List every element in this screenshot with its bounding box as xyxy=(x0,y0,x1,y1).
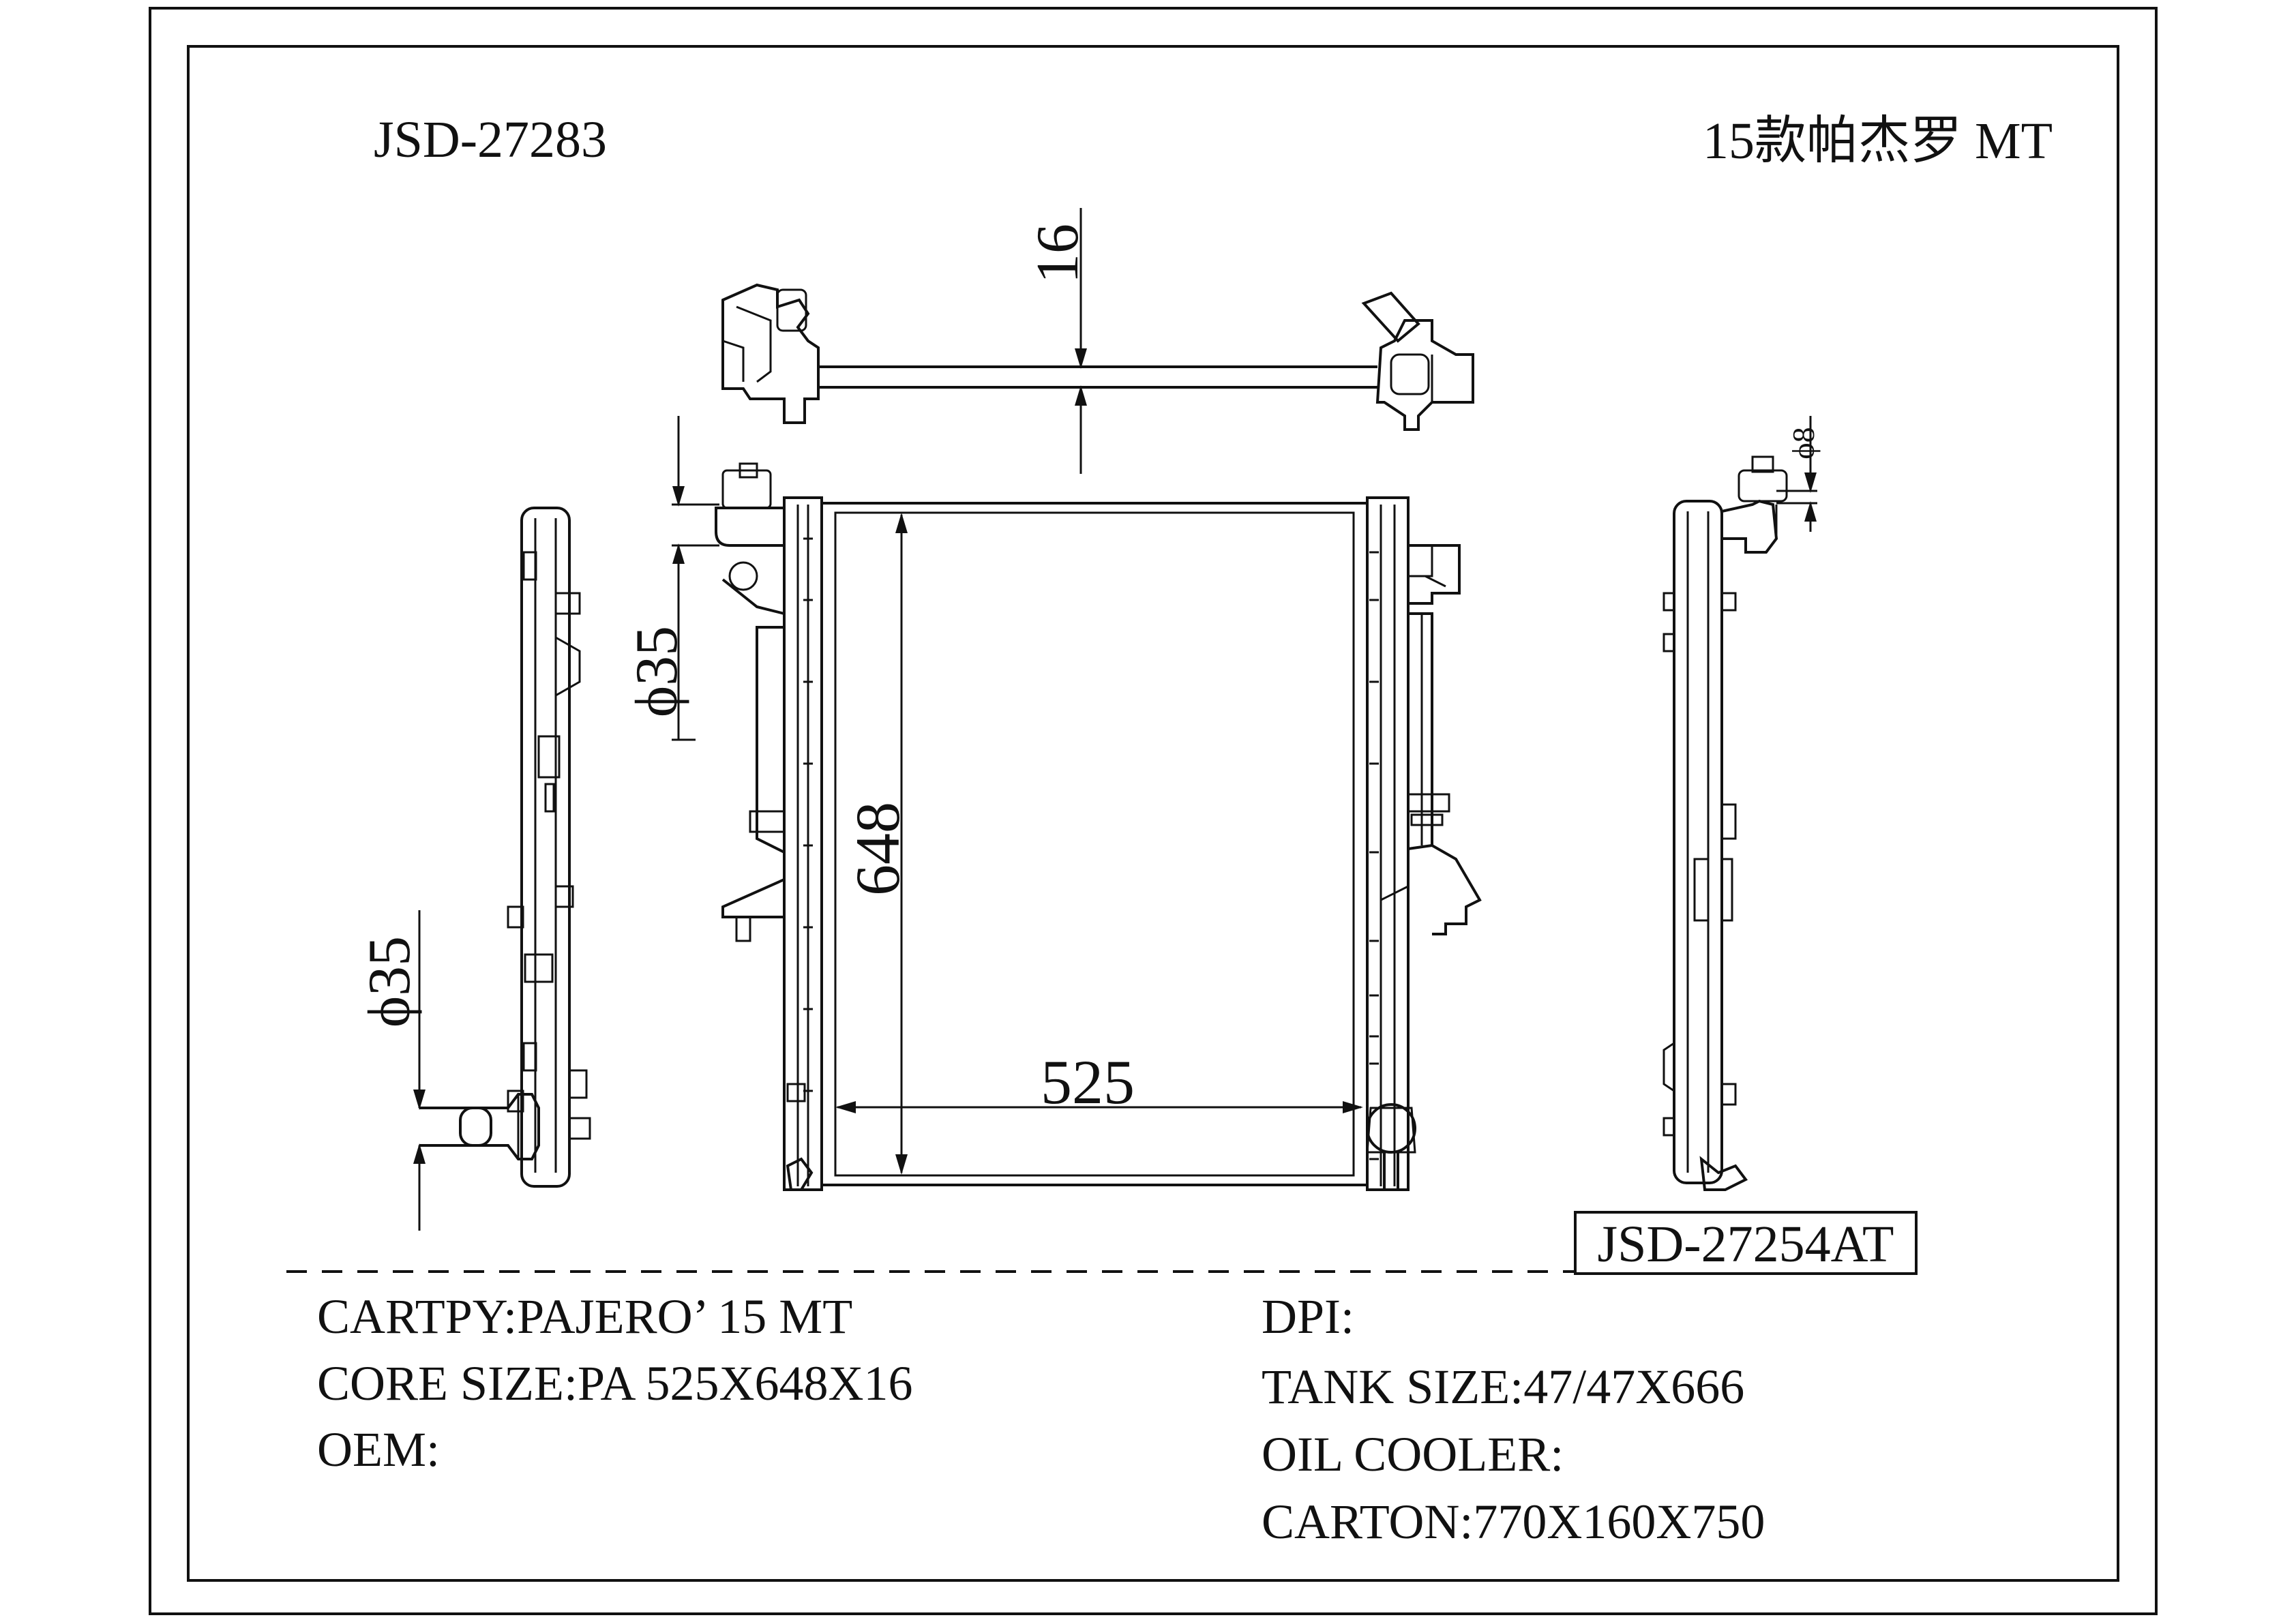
part-number-title: JSD-27283 xyxy=(374,111,607,168)
inlet-diameter-dimension: ϕ35 xyxy=(624,416,719,741)
top-view xyxy=(721,283,1474,431)
core-width-label: 525 xyxy=(1041,1047,1135,1117)
model-title: 15款帕杰罗 MT xyxy=(1703,112,2053,170)
spec-tank-size: TANK SIZE:47/47X666 xyxy=(1262,1360,1744,1414)
core-height-dimension: 648 xyxy=(843,513,912,1175)
spec-core-size: CORE SIZE:PA 525X648X16 xyxy=(317,1356,912,1411)
spec-cartype: CARTPY:PAJERO’ 15 MT xyxy=(317,1289,852,1344)
inlet-diameter-label: ϕ35 xyxy=(624,626,690,717)
front-view xyxy=(715,462,1482,1191)
spec-oil-cooler: OIL COOLER: xyxy=(1262,1427,1564,1482)
outer-frame xyxy=(149,7,2158,1615)
reference-label: JSD-27254AT xyxy=(1598,1216,1894,1273)
spec-carton: CARTON:770X160X750 xyxy=(1262,1495,1765,1549)
thickness-dimension: 16 xyxy=(1025,208,1091,474)
reference-box xyxy=(1574,1211,1918,1275)
core-height-label: 648 xyxy=(843,802,912,896)
outlet-diameter-dimension: ϕ35 xyxy=(357,910,426,1231)
specs-right: DPI: TANK SIZE:47/47X666 OIL COOLER: CAR… xyxy=(1262,1289,1765,1549)
specs-left: CARTPY:PAJERO’ 15 MT CORE SIZE:PA 525X64… xyxy=(317,1289,912,1477)
left-side-view xyxy=(419,507,591,1188)
filler-neck-label: ϕ8 xyxy=(1786,427,1821,459)
inner-frame xyxy=(187,45,2119,1582)
spec-dpi: DPI: xyxy=(1262,1289,1354,1344)
filler-neck-dimension: ϕ8 xyxy=(1776,416,1821,532)
core-width-dimension: 525 xyxy=(835,1047,1363,1117)
outlet-diameter-label: ϕ35 xyxy=(357,936,423,1027)
thickness-label: 16 xyxy=(1025,224,1091,284)
spec-oem: OEM: xyxy=(317,1422,440,1477)
right-side-view xyxy=(1663,455,1788,1191)
